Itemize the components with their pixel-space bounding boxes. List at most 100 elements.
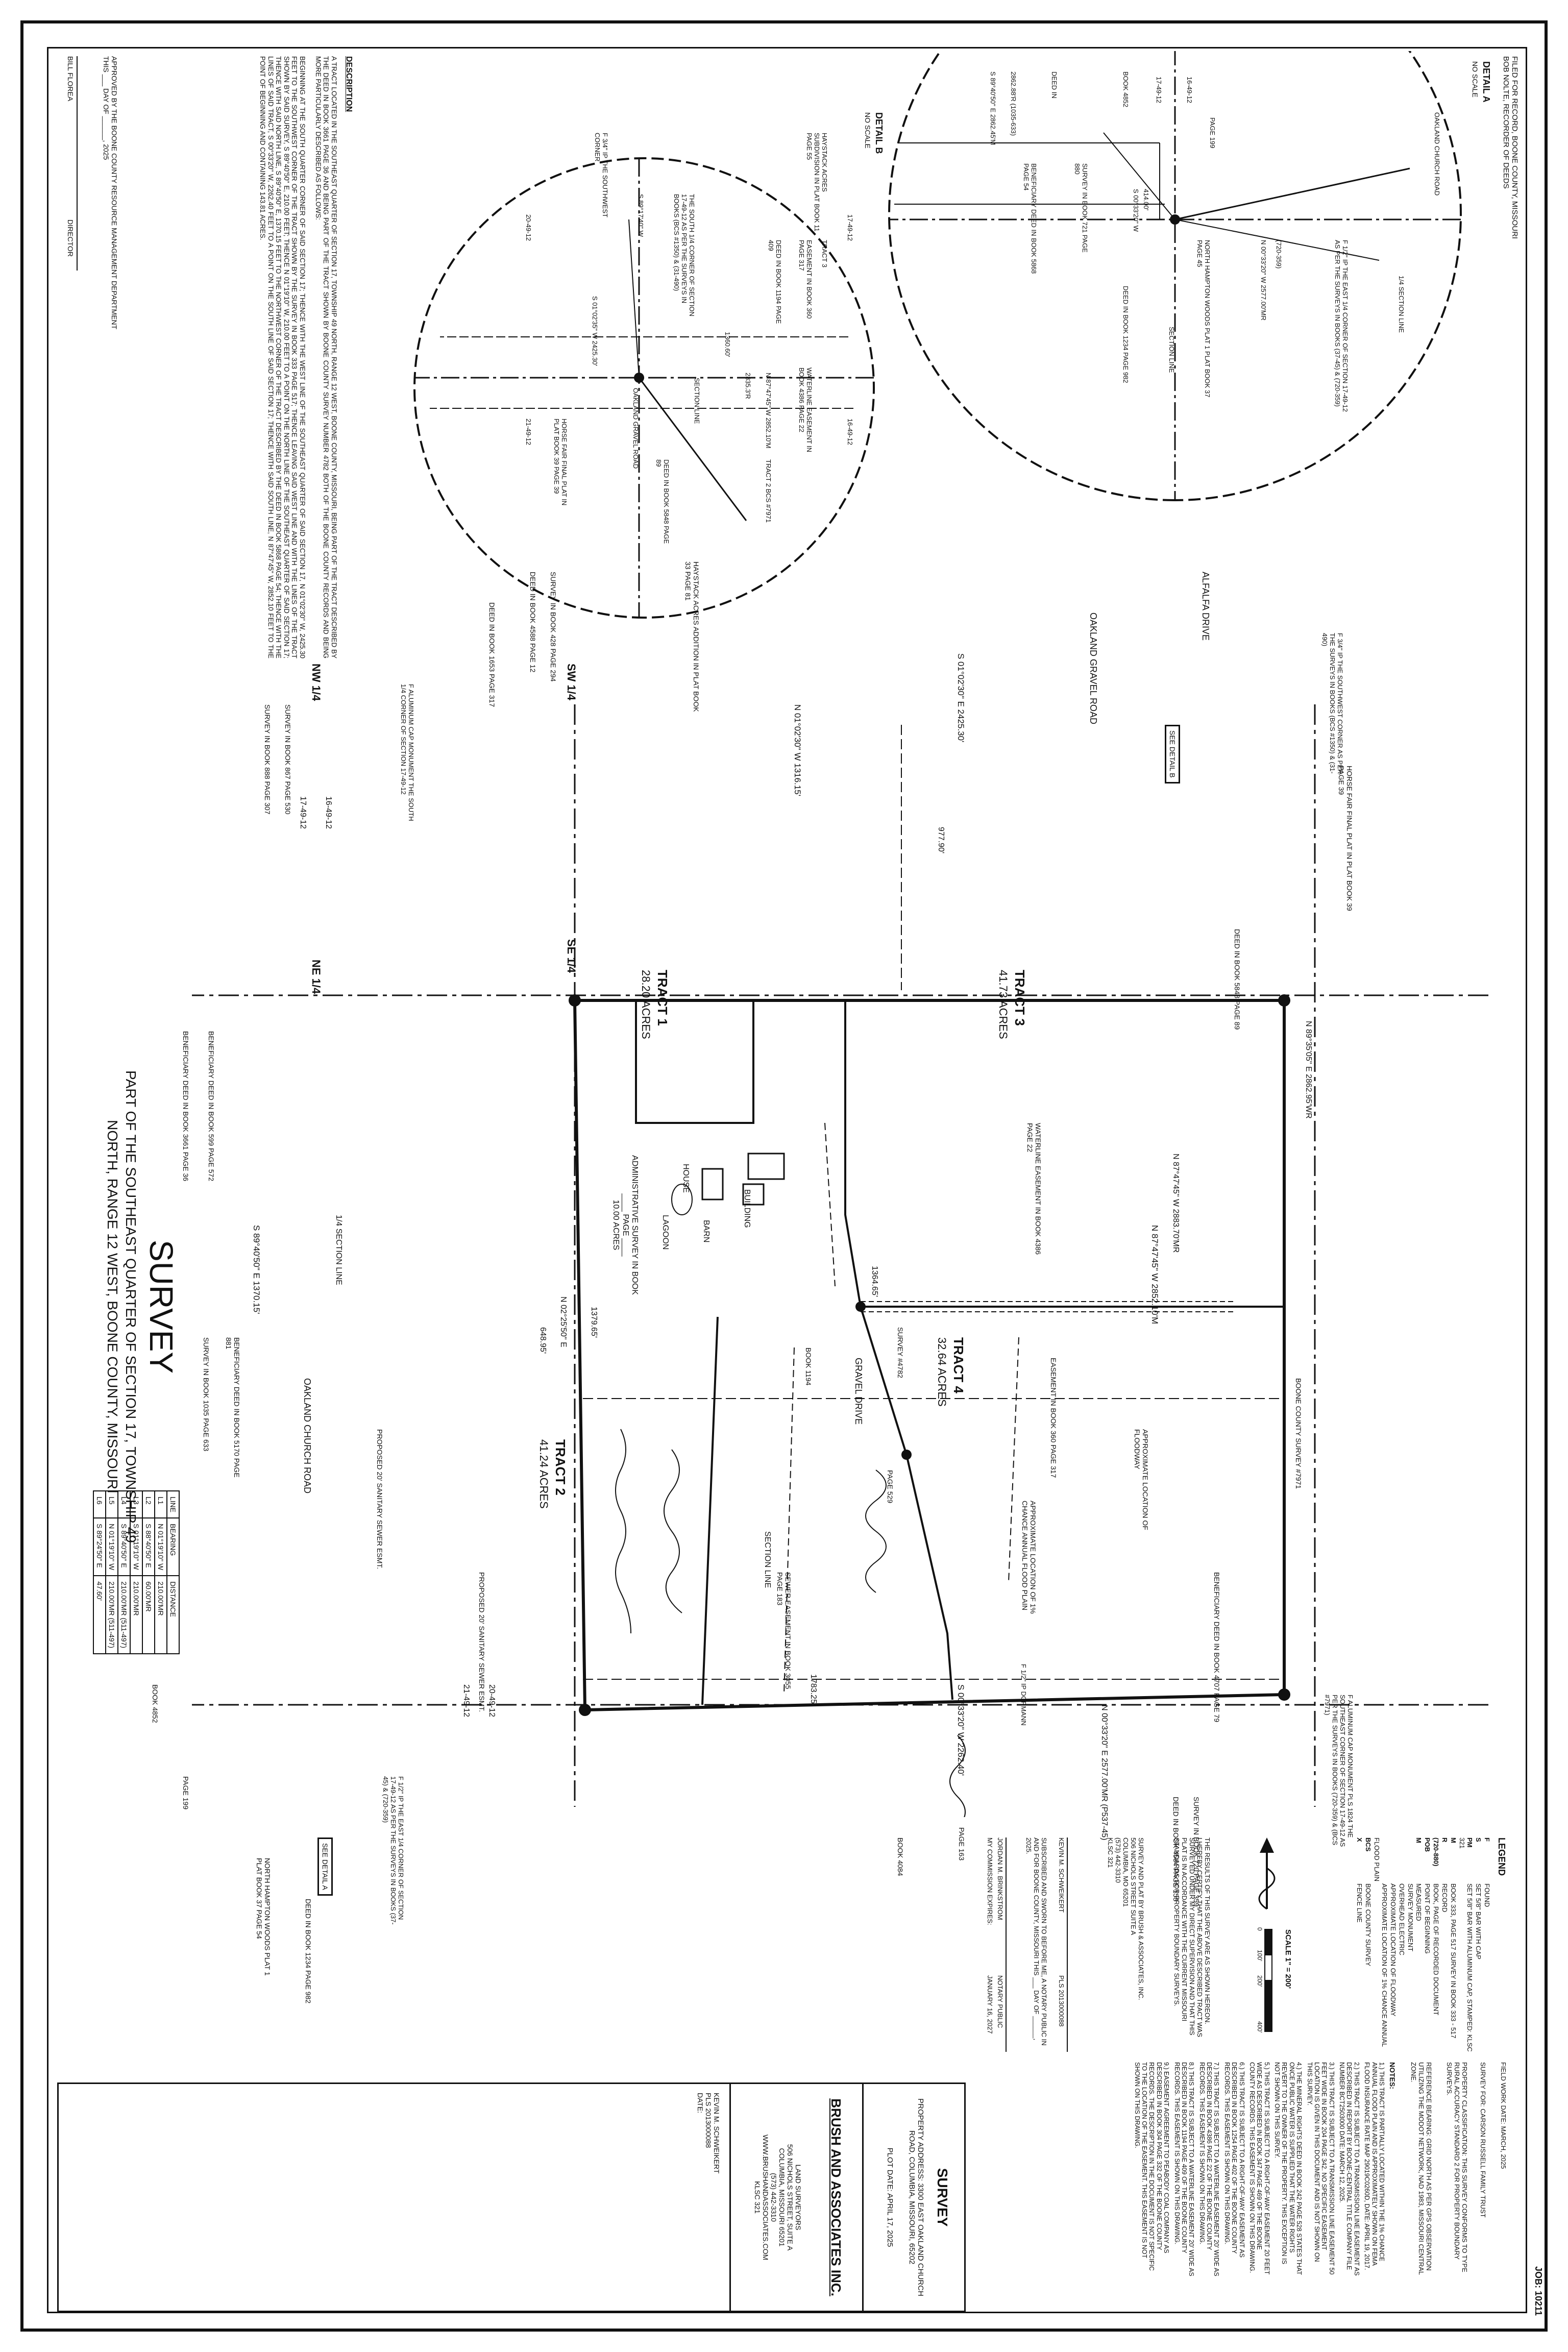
quarter-ne: NE 1/4 — [310, 960, 323, 994]
legend-label: APPROXIMATE LOCATION OF FLOODWAY — [1389, 1883, 1397, 2017]
legend-sym: M — [1415, 1837, 1423, 1843]
floodway-label: APPROXIMATE LOCATION OF FLOODWAY — [1133, 1429, 1149, 1530]
cell: 47.60' — [93, 1576, 106, 1654]
note-8: 8.) THIS TRACT IS SUBJECT TO A WATERLINE… — [1173, 2062, 1195, 2276]
tract-3-name: TRACT 3 — [1012, 970, 1027, 1026]
legend-label: MEASURED — [1415, 1883, 1423, 1921]
cell: S 89°24'50" E — [93, 1518, 106, 1576]
legend-label: BOONE COUNTY SURVEY — [1364, 1883, 1372, 1967]
quarter-nw: NW 1/4 — [310, 664, 323, 701]
detail-b-twp-21: 21-49-12 — [525, 419, 532, 446]
approval-signature-line — [77, 56, 78, 271]
barn-label: BARN — [702, 1220, 710, 1243]
detail-a-hampton: NORTH HAMPTON WOODS PLAT 1 PLAT BOOK 37 … — [1196, 240, 1211, 398]
detail-b-south-corner: THE SOUTH 1/4 CORNER OF SECTION 17-49-12… — [673, 194, 696, 316]
line-west-bearing: N 01°02'30" W 1316.15' — [793, 704, 802, 796]
corner-note-3: F ALUMINUM CAP MONUMENT PLS 1824 THE SOU… — [1324, 1695, 1354, 1847]
deed-6: SURVEY IN BOOK 867 PAGE 530 — [284, 704, 292, 815]
legend-sym: PM — [1466, 1837, 1474, 1848]
detail-b-bearing-2: S 89°17'40" W — [637, 194, 645, 237]
legend-label: BOOK, PAGE OF RECORDED DOCUMENT — [1432, 1883, 1440, 2016]
legend-item: (720-880) BOOK, PAGE OF RECORDED DOCUMENT — [1432, 1837, 1440, 2052]
certification: THE RESULTS OF THIS SURVEY ARE AS SHOWN … — [1173, 1837, 1211, 2038]
field-work-date: FIELD WORK DATE: MARCH, 2025 — [1500, 2062, 1507, 2169]
cell: N 01°19'10" W — [155, 1518, 167, 1576]
reference-bearing: REFERENCE BEARING: GRID NORTH AS PER GPS… — [1410, 2062, 1433, 2275]
detail-b-bearing-west: S 01°02'35" W 2425.30' — [591, 296, 599, 366]
approval-name: BILL FLOREA — [66, 56, 75, 102]
legend-item: APPROXIMATE LOCATION OF 1% CHANCE ANNUAL… — [1373, 1837, 1388, 2052]
legend-label: FENCE LINE — [1355, 1883, 1363, 1923]
detail-a-survey: SURVEY IN BOOK 721 PAGE 880 — [1073, 163, 1089, 253]
legend-label: SET 5/8" BAR WITH CAP — [1475, 1883, 1483, 1959]
note-5: 5.) THIS TRACT IS SUBJECT TO A RIGHT-OF-… — [1248, 2062, 1270, 2275]
legend-title: LEGEND — [1497, 1837, 1507, 1876]
surveyor-name: KEVIN M. SCHWEIKERT — [1058, 1837, 1065, 1913]
col-distance: DISTANCE — [167, 1576, 179, 1654]
approval-text: APPROVED BY THE BOONE COUNTY RESOURCE MA… — [102, 56, 118, 329]
building-label: BUILDING — [743, 1189, 751, 1228]
easement-360: EASEMENT IN BOOK 360 PAGE 317 — [1049, 1358, 1058, 1478]
cell: L2 — [142, 1491, 155, 1518]
detail-a-twp-16: 16-49-12 — [1186, 77, 1193, 104]
road-oakland-gravel: OAKLAND GRAVEL ROAD — [1088, 612, 1098, 725]
deed-2: BENEFICIARY DEED IN BOOK 599 PAGE 572 — [207, 1031, 215, 1182]
legend-label: RECORD — [1441, 1883, 1449, 1913]
detail-b-title: DETAIL B — [874, 112, 884, 154]
deed-5: SURVEY IN BOOK 888 PAGE 307 — [263, 704, 272, 815]
notary-commission: MY COMMISSION EXPIRES: — [986, 1837, 994, 1925]
dist-648: 648.95' — [538, 1327, 547, 1354]
tract-3-area: 41.73 ACRES — [997, 970, 1010, 1039]
deed-24: BOONE COUNTY SURVEY #7971 — [1294, 1378, 1303, 1489]
dist-1783: 1783.25' — [809, 1674, 818, 1705]
legend-sym: R — [1441, 1837, 1449, 1843]
scale-tick-200: 200' — [1256, 1975, 1263, 1987]
legend-item: F FOUND — [1483, 1837, 1491, 2052]
cell: N 01°19'10" W — [106, 1518, 118, 1576]
notary-signature-line — [1006, 1837, 1007, 2052]
note-2: 2.) THIS TRACT IS SUBJECT TO A TRANSMISS… — [1338, 2062, 1360, 2276]
detail-b-road: OAKLAND GRAVEL ROAD — [632, 388, 640, 469]
corner-note-2: F 1/2" IP THE EAST 1/4 CORNER OF SECTION… — [382, 1776, 405, 1925]
title-block-divider — [862, 2082, 864, 2312]
legend-item: BCSBOONE COUNTY SURVEY — [1364, 1837, 1372, 2052]
legend-label: FOUND — [1483, 1883, 1491, 1907]
detail-b-sw-corner: F 3/4" IP THE SOUTHWEST CORNER — [594, 133, 609, 217]
line-top-bearing: S 89°40'50" E 1370.15' — [252, 1225, 261, 1314]
cell: L4 — [118, 1491, 130, 1518]
quarter-line-label: 1/4 SECTION LINE — [334, 1215, 343, 1285]
line-mid-bearing: N 02°25'50" E — [559, 1296, 568, 1348]
note-3: 3.) THIS TRACT IS SUBJECT TO A TRANSMISS… — [1306, 2062, 1335, 2275]
notary-name: JORDAN M. BRINKSTROM — [996, 1837, 1004, 1920]
tract-4-name: TRACT 4 — [951, 1337, 966, 1393]
scale-tick-100: 100' — [1256, 1950, 1263, 1962]
detail-a-beneficiary: BENEFICIARY DEED IN BOOK 5868 PAGE 54 — [1022, 163, 1038, 274]
deed-3: SURVEY IN BOOK 1035 PAGE 633 — [202, 1337, 210, 1452]
detail-b-deed-1194: DEED IN BOOK 1194 PAGE 409 — [767, 240, 782, 324]
legend-sym: F — [1483, 1837, 1491, 1842]
detail-a-bearing-3: S 00°33'20" W — [1132, 189, 1140, 232]
legend-sym: M — [1450, 1837, 1458, 1843]
deed-18: PAGE 199 — [182, 1776, 190, 1810]
house-label: HOUSE — [681, 1164, 690, 1193]
detail-a-bearing: N 00°33'20" W 2577.00'MR — [1260, 240, 1267, 321]
see-detail-a: SEE DETAIL A — [317, 1837, 333, 1896]
road-oakland-church: OAKLAND CHURCH ROAD — [302, 1378, 312, 1494]
legend-list: FFOUND SSET 5/8" BAR WITH CAP PMSET 5/8"… — [1354, 1837, 1491, 2052]
dist-1379: 1379.65' — [590, 1307, 598, 1338]
note-6: 6.) THIS TRACT IS SUBJECT TO A RIGHT-OF-… — [1223, 2062, 1245, 2258]
detail-a-record: (720-359) — [1275, 240, 1283, 269]
deed-15: DEED IN BOOK 1234 PAGE 982 — [304, 1899, 312, 2004]
note-4: 4.) THE MINERAL RIGHTS DEED IN BOOK 242 … — [1273, 2062, 1303, 2275]
legend-label: SURVEY MONUMENT — [1406, 1883, 1414, 1952]
detail-b-horse-fair: HORSE FAIR FINAL PLAT IN PLAT BOOK 39 PA… — [553, 419, 568, 506]
legend-label: APPROXIMATE LOCATION OF 1% CHANCE ANNUAL… — [1373, 1837, 1388, 2047]
detail-b-haystack: HAYSTACK ACRES SUBDIVISION IN PLAT BOOK … — [805, 133, 828, 232]
detail-b-dist: 1360.60' — [724, 332, 731, 357]
detail-b-easement-360: EASEMENT IN BOOK 360 PAGE 317 — [798, 240, 813, 319]
legend-sym: (720-880) — [1432, 1837, 1440, 1867]
quarter-se: SE 1/4 — [565, 939, 578, 973]
legend-sym: X — [1355, 1837, 1363, 1842]
